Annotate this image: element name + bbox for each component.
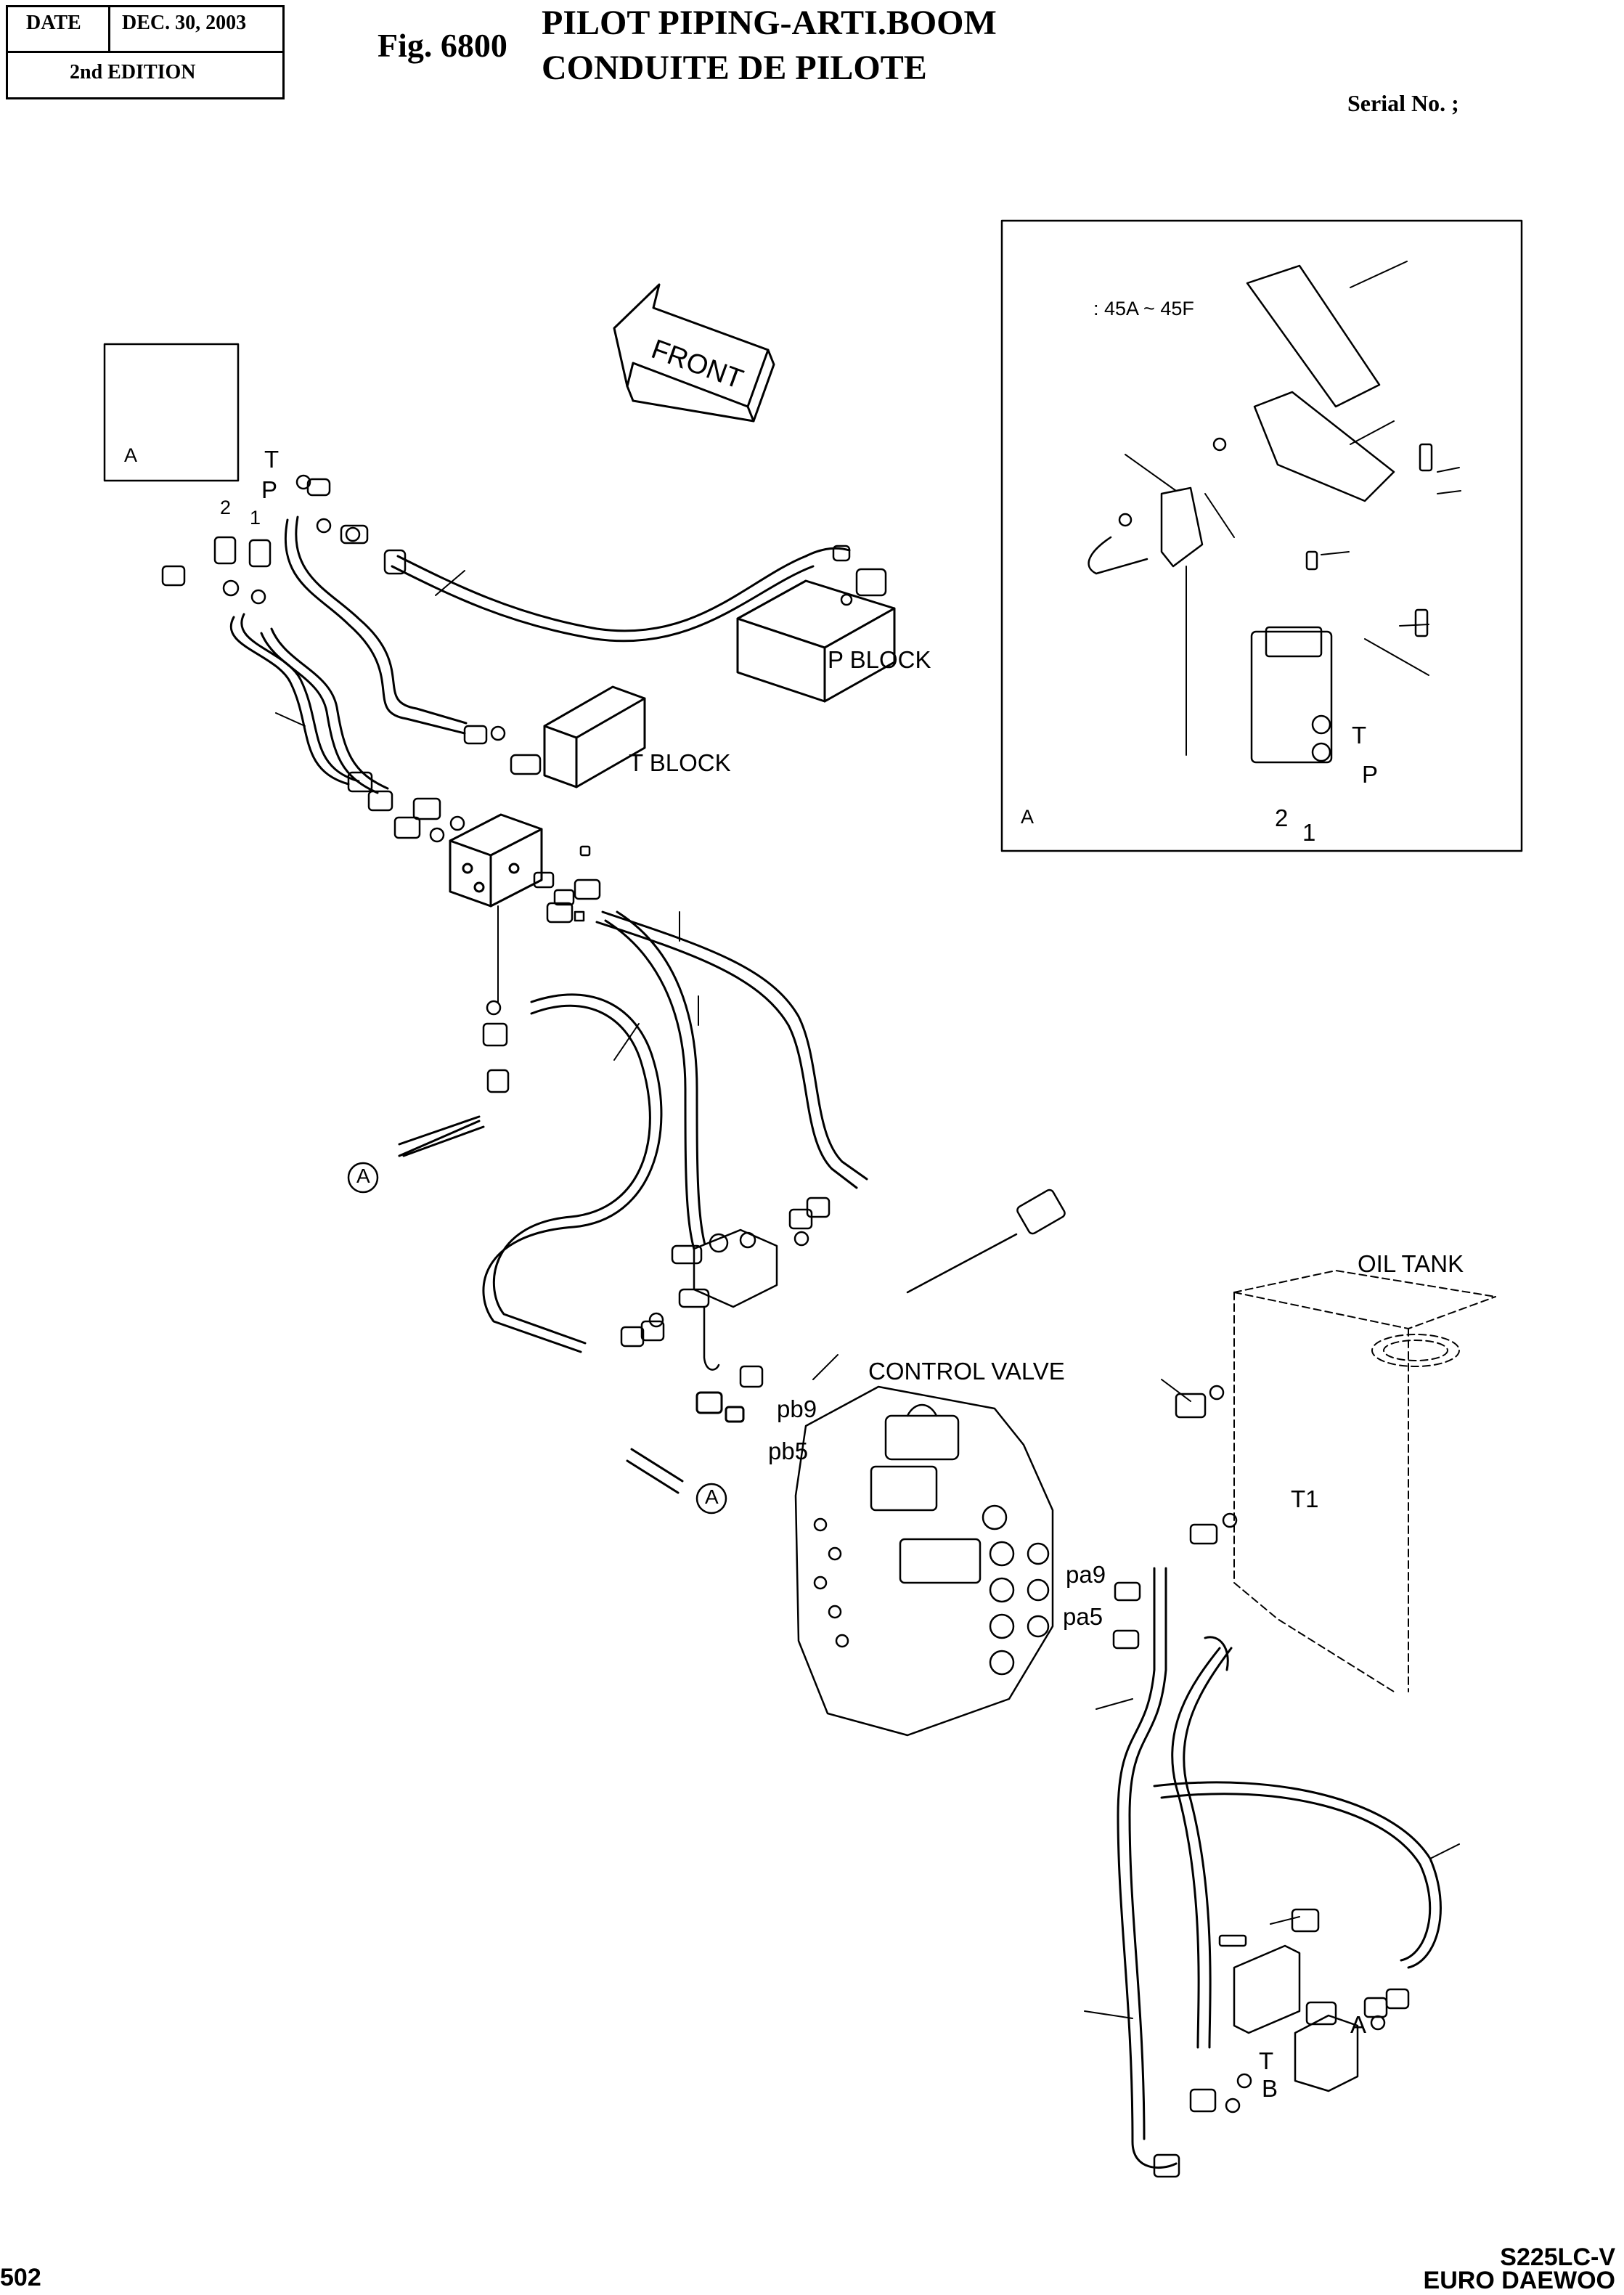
- callout-a-circle-2: A: [705, 1485, 719, 1508]
- inset-callout-2: 2: [1275, 804, 1289, 831]
- p-block-label: P BLOCK: [828, 646, 931, 673]
- oil-tank-label: OIL TANK: [1358, 1250, 1464, 1277]
- revision-box: [6, 5, 285, 99]
- oil-tank-icon: [1233, 1270, 1496, 1692]
- page-title: PILOT PIPING-ARTI.BOOM: [542, 4, 997, 42]
- callout-2: 2: [220, 497, 232, 518]
- inset-port-t-label: T: [1352, 722, 1367, 749]
- inset-a-marker-label: A: [124, 444, 138, 466]
- pilot-hose-upper: [284, 515, 851, 735]
- callout-a-circle-1: A: [356, 1165, 370, 1187]
- figure-number: Fig. 6800: [378, 27, 507, 64]
- hose-a: [347, 1120, 745, 1515]
- revision-box-row: [8, 7, 282, 53]
- port-pa9-label: pa9: [1066, 1561, 1106, 1588]
- pilot-hose-right: [1117, 1567, 1442, 2169]
- callout-p: P: [261, 476, 278, 503]
- t-block-icon: [543, 685, 646, 788]
- fittings-right: [1112, 1385, 1238, 1650]
- pilot-hose-left: [229, 613, 389, 794]
- pressure-switch-icon: [906, 1189, 1066, 1294]
- inset-port-p-label: P: [1362, 761, 1379, 788]
- pilot-hose-middle: [398, 910, 868, 1353]
- brand-name: EURO DAEWOO: [1423, 2267, 1615, 2294]
- model-name: S225LC-V: [1500, 2243, 1615, 2271]
- port-b-label: B: [1262, 2075, 1278, 2102]
- leader-lines: [275, 261, 1461, 2019]
- manifold-block-icon: [449, 813, 543, 1003]
- inset-range-label: : 45A ~ 45F: [1093, 298, 1194, 319]
- port-pa5-label: pa5: [1063, 1603, 1103, 1630]
- inset-a-label: A: [1021, 806, 1035, 828]
- serial-number: Serial No. ;: [1347, 90, 1459, 116]
- revision-box-divider: [108, 7, 110, 51]
- date-label: DATE: [26, 12, 81, 34]
- edition-label: 2nd EDITION: [70, 61, 196, 83]
- page-subtitle: CONDUITE DE PILOTE: [542, 49, 927, 87]
- port-a-label: A: [1350, 2011, 1367, 2038]
- p-block-icon: [736, 579, 896, 703]
- port-pb9-label: pb9: [777, 1395, 817, 1422]
- pedal-inset-box: [1000, 219, 1523, 852]
- ab-valve-block-icon: [1153, 1908, 1410, 2178]
- selector-valve-icon: [620, 1197, 831, 1388]
- date-value: DEC. 30, 2003: [122, 12, 247, 34]
- inset-callout-1: 1: [1302, 819, 1316, 846]
- inset-a-marker-box: [103, 343, 240, 482]
- control-valve-label: CONTROL VALVE: [868, 1358, 1065, 1385]
- port-pb5-label: pb5: [768, 1438, 809, 1464]
- pedal-icon: [1088, 264, 1395, 575]
- callout-t: T: [264, 446, 279, 473]
- pilot-valve-icon: [1186, 443, 1433, 764]
- page-number: 502: [0, 2264, 41, 2291]
- callout-1: 1: [250, 507, 261, 529]
- fittings: [161, 474, 887, 1093]
- port-t-label: T: [1259, 2047, 1274, 2074]
- t-block-label: T BLOCK: [629, 749, 731, 776]
- control-valve-icon: [794, 1385, 1054, 1737]
- front-arrow-icon: [613, 283, 775, 423]
- port-t1-label: T1: [1291, 1485, 1319, 1512]
